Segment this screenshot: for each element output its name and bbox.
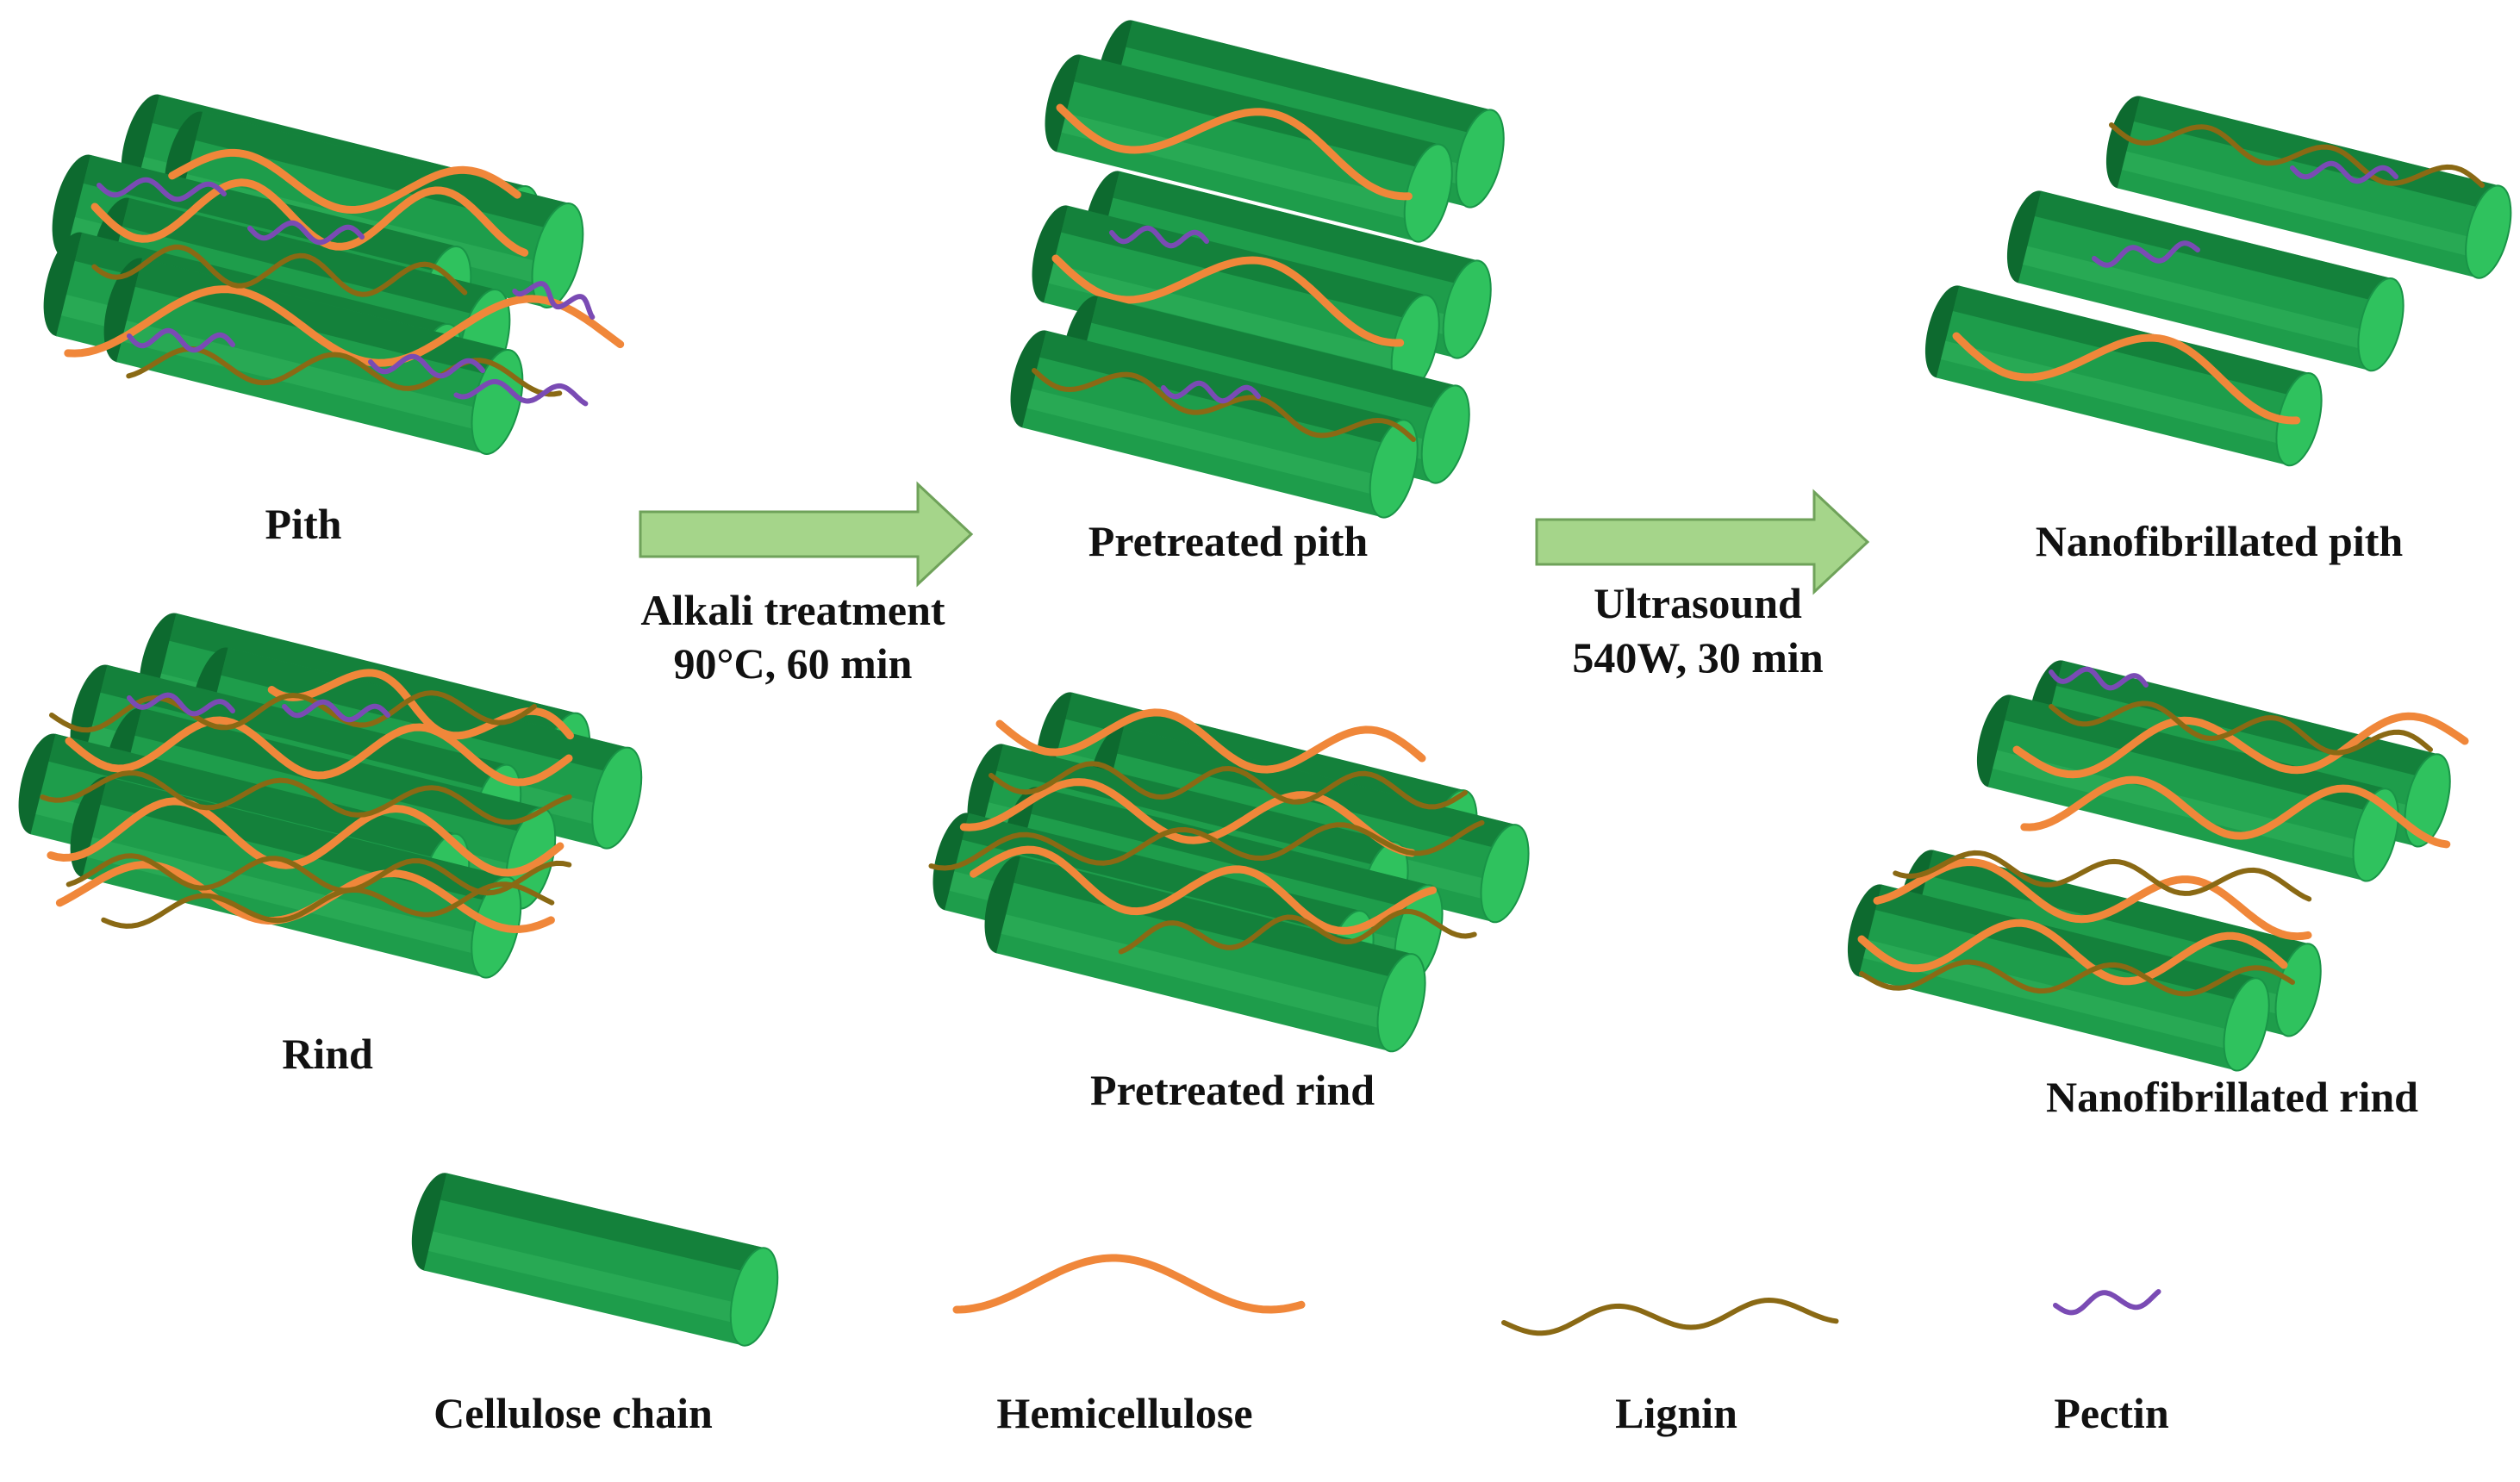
hemicellulose-strand (1952, 332, 2301, 425)
legend-label-cellulose: Cellulose chain (434, 1389, 713, 1437)
label-pretreated-pith: Pretreated pith (1088, 517, 1369, 565)
lignin-strand (1893, 850, 2312, 902)
hemicellulose-strand (1873, 858, 2312, 941)
lignin-strand (126, 346, 563, 397)
lignin-strand (989, 761, 1468, 810)
pectin-strand (1109, 225, 1209, 249)
group-pretreated-rind (928, 692, 1530, 1053)
hemicellulose-strand (1051, 254, 1405, 347)
label-rind: Rind (282, 1030, 373, 1078)
pectin-strand (512, 281, 596, 320)
lignin-strand (1859, 959, 2295, 997)
hemicellulose-strand (1857, 918, 2288, 986)
label-pretreated-rind: Pretreated rind (1089, 1066, 1375, 1114)
hemicellulose-strand (168, 148, 521, 215)
lignin-strand (2049, 701, 2433, 756)
pectin-strand (97, 177, 227, 202)
cellulose-cylinder (103, 258, 524, 455)
lignin-strand (928, 819, 1485, 871)
lignin-strand (1118, 908, 1477, 955)
hemicellulose-strand (1056, 103, 1413, 201)
hemicellulose-strand (970, 845, 1437, 935)
process-step1-conditions: 90°C, 60 min (673, 639, 913, 688)
label-pith: Pith (265, 500, 342, 548)
process-step2-conditions: 540W, 30 min (1572, 633, 1824, 682)
label-nanofibrillated-pith: Nanofibrillated pith (2035, 517, 2404, 565)
pectin-strand (127, 327, 235, 353)
legend-label-hemicellulose: Hemicellulose (996, 1389, 1253, 1437)
group-pretreated-pith (1010, 20, 1505, 519)
pectin-strand (282, 699, 390, 723)
legend-lignin (1501, 1297, 1839, 1336)
group-rind (18, 613, 643, 979)
pectin-strand (453, 378, 589, 407)
process-arrow-ultrasound (1535, 489, 1870, 595)
pectin-strand (2290, 160, 2398, 184)
process-step1-name: Alkali treatment (640, 586, 945, 634)
legend-label-pectin: Pectin (2054, 1389, 2169, 1437)
hemicellulose-strand (65, 716, 573, 787)
pectin-strand (127, 692, 235, 717)
cellulose-cylinder (411, 1173, 779, 1347)
hemicellulose-strand (47, 797, 565, 877)
hemicellulose-strand (2020, 775, 2451, 849)
legend-label-lignin: Lignin (1615, 1389, 1737, 1437)
pectin-strand (368, 353, 485, 379)
legend-pectin (2053, 1289, 2161, 1316)
label-nanofibrillated-rind: Nanofibrillated rind (2046, 1073, 2418, 1121)
lignin-strand (2109, 122, 2485, 188)
lignin-strand (40, 770, 572, 825)
process-arrow-alkali (639, 481, 974, 588)
pectin-strand (247, 220, 365, 246)
pectin-strand (2049, 666, 2149, 691)
group-pith (43, 94, 625, 455)
cellulose-cylinder (1032, 205, 1440, 394)
lignin-strand (1032, 368, 1416, 442)
group-nanofibrillated-pith (1924, 96, 2512, 467)
hemicellulose-strand (959, 778, 1416, 857)
legend-graphics (411, 1173, 2161, 1347)
lignin-strand (65, 853, 572, 896)
pectin-strand (1161, 380, 1261, 404)
process-step2-name: Ultrasound (1594, 579, 1802, 627)
cellulose-cylinder (984, 856, 1426, 1053)
group-nanofibrillated-rind (1847, 660, 2469, 1072)
lignin-strand (101, 881, 555, 929)
hemicellulose-strand (2012, 712, 2469, 779)
cellulose-cylinder (2006, 190, 2405, 372)
hemicellulose-strand (995, 708, 1426, 774)
lignin-strand (49, 690, 537, 733)
pectin-strand (2092, 240, 2200, 268)
lignin-strand (91, 244, 468, 297)
legend-hemicellulose (952, 1254, 1306, 1314)
